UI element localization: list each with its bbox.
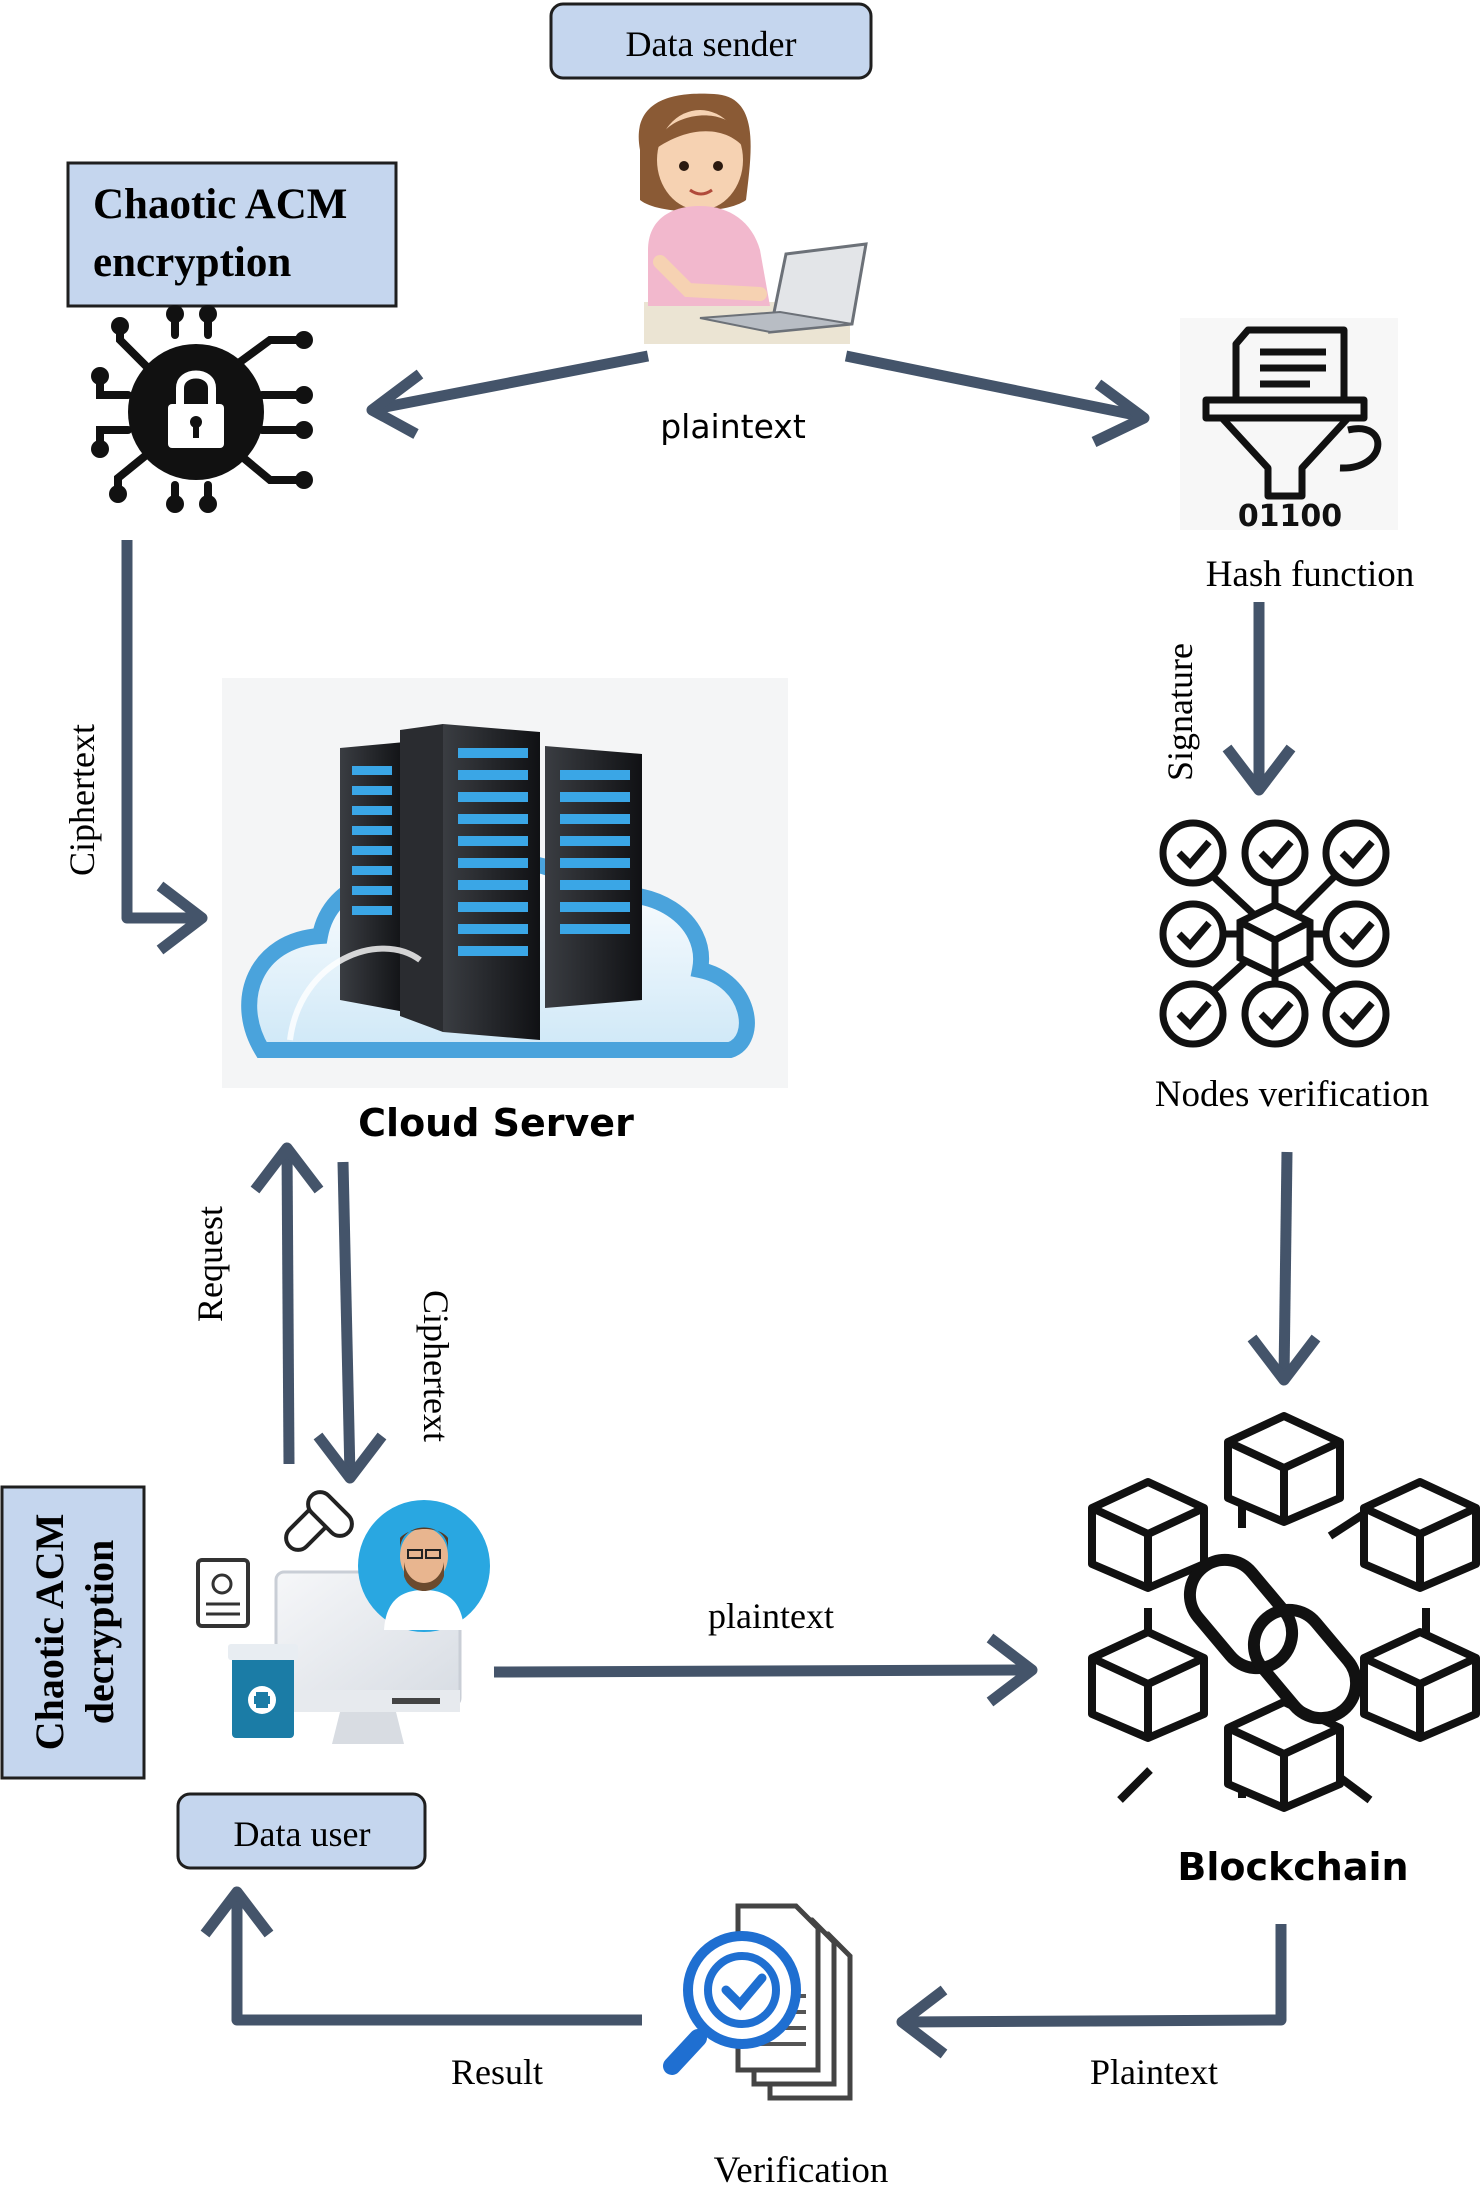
decryption-label-line1: Chaotic ACM [27,1514,72,1751]
decryption-box: Chaotic ACM decryption [0,1485,146,1780]
nodes-network-icon [1159,819,1390,1048]
data-user-box: Data user [176,1792,427,1870]
block-cube-lower-right [1360,1628,1480,1742]
arrow-blockchain-to-verification [896,1924,1287,2059]
hash-funnel-icon: 01100 [1180,318,1398,534]
verification-document-icon [663,1903,853,2101]
cloud-server-label: Cloud Server [358,1101,634,1145]
edge-label-ciphertext-to-user: Ciphertext [416,1290,456,1442]
data-sender-label: Data sender [626,24,797,64]
arrow-nodes-to-blockchain [1247,1151,1321,1386]
blockchain-icon [1088,1412,1480,1812]
block-cube-lower-left [1088,1628,1208,1742]
decryption-label-line2: decryption [77,1540,122,1724]
svg-text:01100: 01100 [1238,499,1342,534]
nodes-verification-label: Nodes verification [1155,1074,1429,1115]
arrow-user-to-blockchain [493,1633,1038,1707]
person-laptop-icon [638,93,868,344]
server-racks [340,724,642,1040]
edge-label-user-plaintext: plaintext [708,1596,834,1636]
edge-label-request: Request [190,1206,230,1322]
arrow-request [250,1142,324,1465]
verification-label: Verification [714,2150,889,2185]
encryption-label-line2: encryption [93,239,291,286]
arrows [121,350,1321,2059]
block-cube-bottom [1224,1698,1344,1812]
arrow-hash-to-nodes [1222,602,1296,796]
doctor-computer-icon [196,1490,490,1744]
server-cloud-icon [222,678,788,1088]
edge-label-blockchain-plaintext: Plaintext [1090,2052,1218,2092]
arrow-sender-to-hash [844,350,1150,447]
encryption-label-line1: Chaotic ACM [93,181,347,228]
block-cube-top [1224,1412,1344,1526]
block-cube-upper-right [1360,1478,1480,1592]
arrow-result [200,1886,642,2026]
lock-circuit-icon [91,305,313,513]
hash-function-label: Hash function [1206,554,1415,595]
edge-label-sender-plaintext: plaintext [660,407,806,446]
edge-label-ciphertext-to-cloud: Ciphertext [62,724,102,876]
arrow-encryption-to-cloud [121,540,208,955]
arrow-ciphertext-to-user [313,1161,387,1484]
block-cube-upper-left [1088,1478,1208,1592]
edge-label-signature: Signature [1160,643,1200,781]
chain-link-icon [1183,1553,1363,1725]
data-sender-box: Data sender [549,2,873,80]
arrow-sender-to-encryption [366,350,650,439]
data-user-label: Data user [234,1814,371,1854]
edge-label-result: Result [451,2052,543,2092]
blockchain-label: Blockchain [1177,1845,1408,1889]
encryption-box: Chaotic ACM encryption [66,161,398,308]
